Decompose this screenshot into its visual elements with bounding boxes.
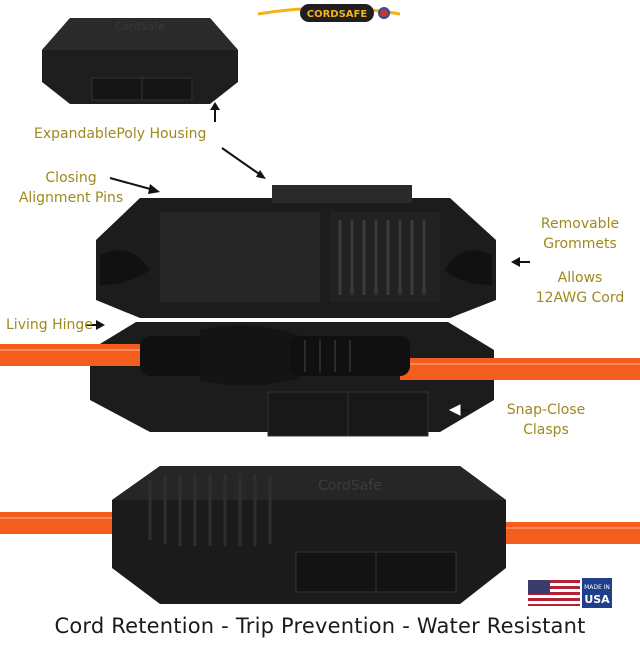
closed-case-bottom: CordSafe (112, 466, 506, 604)
case-embossing-bottom: CordSafe (318, 478, 382, 494)
annotation-arrows (86, 102, 530, 416)
label-allows-line1: Allows (557, 270, 603, 286)
cordsafe-logo: CORDSAFE (257, 4, 401, 22)
case-embossing-top: CordSafe (115, 20, 165, 33)
arrow-housing-case (221, 147, 266, 179)
label-housing: ExpandablePoly Housing (34, 126, 207, 142)
label-grommets: Removable Grommets (520, 214, 640, 254)
label-closing-line1: Closing (45, 170, 97, 186)
arrow-clasps (448, 404, 470, 416)
label-grommets-line2: Grommets (543, 236, 617, 252)
label-grommets-line1: Removable (540, 216, 620, 232)
label-allows-line2: 12AWG Cord (535, 290, 625, 306)
label-clasps: Snap-Close Clasps (486, 400, 606, 440)
us-flag-icon (528, 580, 580, 606)
badge-made-in: MADE IN (584, 584, 610, 591)
label-clasps-line1: Snap-Close (506, 402, 586, 418)
label-closing-line2: Alignment Pins (18, 190, 124, 206)
arrow-grommets (511, 257, 530, 267)
logo-text: CORDSAFE (307, 9, 368, 20)
footer-tagline: Cord Retention - Trip Prevention - Water… (54, 614, 586, 638)
cord-bottom (0, 512, 640, 544)
badge-usa: USA (584, 593, 610, 606)
label-closing: Closing Alignment Pins (6, 168, 136, 208)
arrow-hinge (86, 320, 105, 330)
open-case-lid (96, 185, 496, 318)
label-hinge: Living Hinge (6, 317, 93, 333)
arrow-closing (109, 177, 160, 194)
label-clasps-line2: Clasps (523, 422, 569, 438)
closed-case-top: CordSafe (42, 18, 238, 104)
plug-connection (140, 325, 410, 386)
label-allows: Allows 12AWG Cord (520, 268, 640, 308)
arrow-housing (210, 102, 220, 122)
made-in-usa-badge: MADE IN USA (528, 578, 612, 608)
